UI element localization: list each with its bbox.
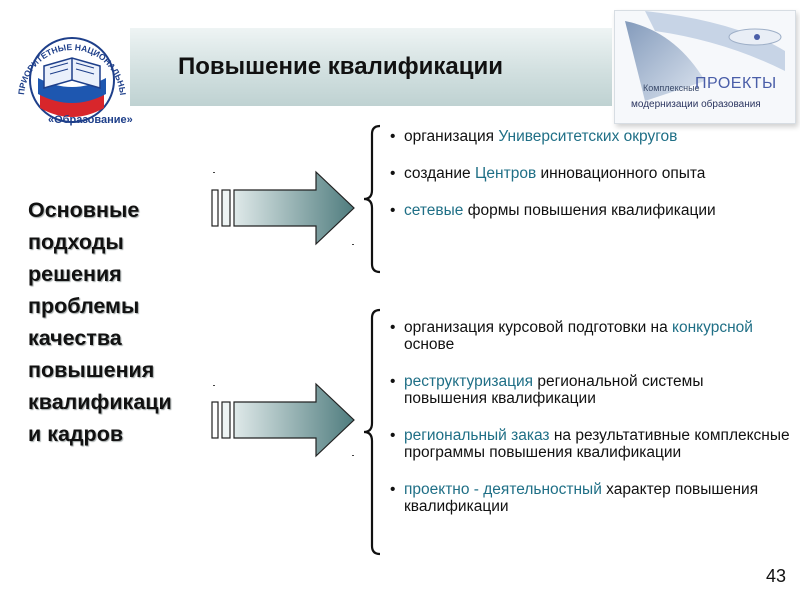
dot-mark xyxy=(352,455,354,456)
left-line: и кадров xyxy=(28,422,124,446)
brand-sub-text: модернизации образования xyxy=(631,99,761,110)
page-number: 43 xyxy=(766,566,787,586)
left-line: квалификаци xyxy=(28,390,172,414)
bullet: • xyxy=(390,427,396,444)
item-highlight: реструктуризация xyxy=(404,373,534,390)
header-band xyxy=(130,28,612,106)
list-item: • реструктуризация региональной системы п… xyxy=(390,373,790,407)
brand-projects-box: Комплексные ПРОЕКТЫ модернизации образов… xyxy=(614,10,796,124)
left-line: Основные xyxy=(28,198,140,222)
item-text: организация курсовой подготовки на xyxy=(404,319,673,336)
slide-title: Повышение квалификации xyxy=(178,53,503,80)
item-text: инновационного опыта xyxy=(536,165,706,182)
item-text: характер повышения квалификации xyxy=(404,481,759,515)
arrow-right-icon xyxy=(211,170,355,246)
item-text: на результативные комплексные программы … xyxy=(404,427,790,461)
dot-mark xyxy=(213,172,215,173)
item-highlight: проектно - деятельностный xyxy=(404,481,602,498)
list-item: • проектно - деятельностный характер повы… xyxy=(390,481,790,515)
item-highlight: региональный заказ xyxy=(404,427,550,444)
list-item: • региональный заказ на результативные ко… xyxy=(390,427,790,461)
left-line: подходы xyxy=(28,230,124,254)
item-text: организация xyxy=(404,128,499,145)
item-highlight: конкурсной xyxy=(672,319,753,336)
bullet: • xyxy=(390,202,396,219)
national-projects-logo: ПРИОРИТЕТНЫЕ НАЦИОНАЛЬНЫЕ ПРОЕКТЫ xyxy=(0,0,174,132)
top-approaches-list: • организация Университетских округов • со… xyxy=(390,128,790,219)
item-text: основе xyxy=(404,336,455,353)
list-item: • организация Университетских округов xyxy=(390,128,790,145)
bottom-approaches-list: • организация курсовой подготовки на конк… xyxy=(390,319,790,515)
left-line: проблемы xyxy=(28,294,140,318)
item-highlight: Университетских округов xyxy=(498,128,678,145)
list-item: • организация курсовой подготовки на конк… xyxy=(390,319,790,353)
item-text: региональной системы повышения квалифика… xyxy=(404,373,704,407)
main-approaches-text: Основные подходы решения проблемы качест… xyxy=(28,194,218,450)
bullet: • xyxy=(390,481,396,498)
brand-swoosh-icon xyxy=(615,11,795,123)
logo-emblem-icon: ПРИОРИТЕТНЫЕ НАЦИОНАЛЬНЫЕ ПРОЕКТЫ xyxy=(0,0,128,123)
item-text: формы повышения квалификации xyxy=(463,202,716,219)
left-line: качества xyxy=(28,326,122,350)
logo-caption: «Образование» xyxy=(48,114,133,126)
dot-mark xyxy=(213,385,215,386)
item-highlight: сетевые xyxy=(404,202,464,219)
arrow-right-icon xyxy=(211,382,355,458)
left-line: решения xyxy=(28,262,122,286)
item-text: создание xyxy=(404,165,475,182)
bullet: • xyxy=(390,128,396,145)
list-item: • сетевые формы повышения квалификации xyxy=(390,202,790,219)
dot-mark xyxy=(352,244,354,245)
bullet: • xyxy=(390,165,396,182)
list-item: • создание Центров инновационного опыта xyxy=(390,165,790,182)
item-highlight: Центров xyxy=(474,165,537,182)
left-brace-icon xyxy=(363,124,381,274)
left-brace-icon xyxy=(363,308,381,556)
brand-big-text: ПРОЕКТЫ xyxy=(695,75,777,92)
left-line: повышения xyxy=(28,358,155,382)
bullet: • xyxy=(390,373,396,390)
bullet: • xyxy=(390,319,396,336)
brand-small-text: Комплексные xyxy=(643,83,700,93)
